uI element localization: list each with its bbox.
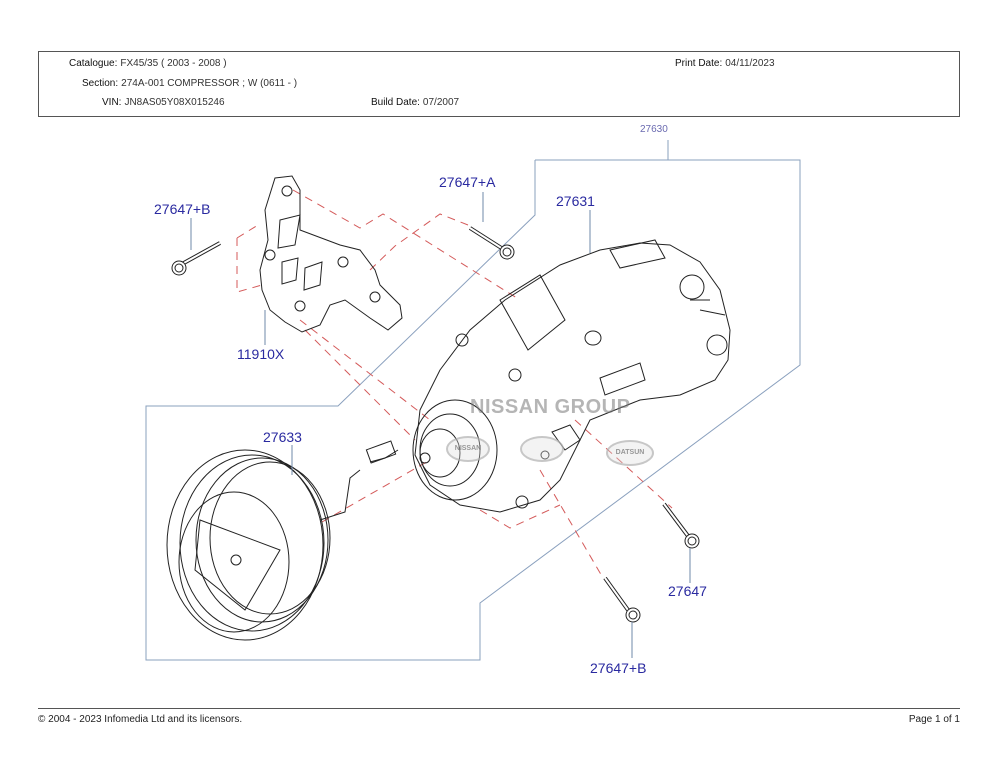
bolt-27647-b-bottom — [603, 576, 641, 623]
print-date-row: Print Date:04/11/2023 — [675, 58, 775, 69]
assembly-dash-lines — [236, 189, 673, 579]
vin-label: VIN: — [102, 97, 122, 108]
vin-value: JN8AS05Y08X015246 — [124, 97, 225, 108]
build-date-value: 07/2007 — [422, 97, 460, 108]
bolt-27647 — [662, 502, 700, 549]
infiniti-badge-icon — [520, 436, 564, 462]
bolt-27647-b-top — [171, 241, 221, 276]
section-value: 274A-001 COMPRESSOR ; W (0611 - ) — [121, 78, 298, 89]
section-row: Section:274A-001 COMPRESSOR ; W (0611 - … — [82, 78, 297, 89]
clutch-drawing — [166, 440, 399, 641]
datsun-badge-icon: DATSUN — [606, 440, 654, 466]
page-number: Page 1 of 1 — [908, 714, 960, 725]
bracket-drawing — [259, 175, 403, 333]
header-info-box: Catalogue:FX45/35 ( 2003 - 2008 ) Sectio… — [38, 51, 960, 117]
catalogue-row: Catalogue:FX45/35 ( 2003 - 2008 ) — [69, 58, 227, 69]
assembly-frame — [145, 159, 801, 661]
build-date-label: Build Date: — [371, 97, 420, 108]
callout-assembly[interactable]: 27630 — [640, 124, 668, 135]
callout-27647-a[interactable]: 27647+A — [439, 174, 496, 190]
nissan-badge-icon: NISSAN — [446, 436, 490, 462]
callout-27647-b-top[interactable]: 27647+B — [154, 201, 211, 217]
compressor-drawing — [412, 239, 731, 513]
callout-27633[interactable]: 27633 — [263, 429, 302, 445]
callout-27631[interactable]: 27631 — [556, 193, 595, 209]
vin-row: VIN:JN8AS05Y08X015246 — [102, 97, 225, 108]
build-date-row: Build Date:07/2007 — [371, 97, 459, 108]
print-date-value: 04/11/2023 — [725, 58, 775, 69]
callout-27647[interactable]: 27647 — [668, 583, 707, 599]
callout-11910x[interactable]: 11910X — [237, 346, 285, 362]
section-label: Section: — [82, 78, 119, 89]
catalogue-value: FX45/35 ( 2003 - 2008 ) — [120, 58, 227, 69]
callout-leaders — [190, 192, 691, 658]
callout-27647-b-bottom[interactable]: 27647+B — [590, 660, 647, 676]
catalogue-label: Catalogue: — [69, 58, 118, 69]
watermark-nissan-group: NISSAN GROUP — [470, 396, 631, 418]
bolt-27647-a — [468, 226, 515, 260]
footer-divider — [38, 708, 960, 709]
print-date-label: Print Date: — [675, 58, 723, 69]
copyright-text: © 2004 - 2023 Infomedia Ltd and its lice… — [38, 714, 243, 725]
